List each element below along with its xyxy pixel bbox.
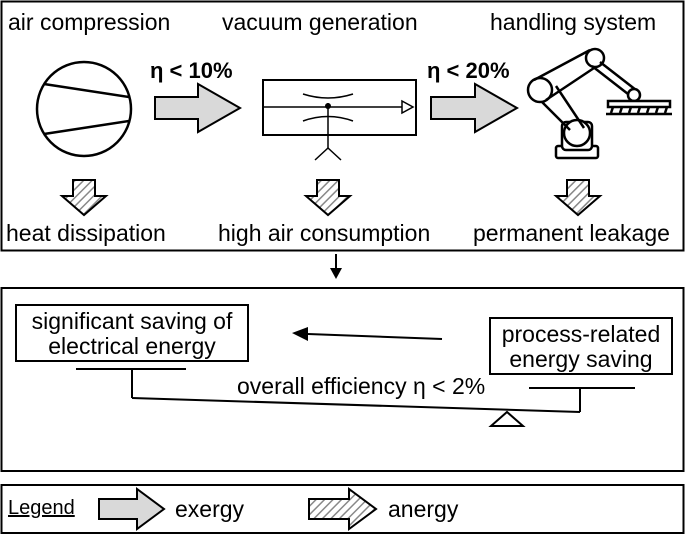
loss-label-compression: heat dissipation bbox=[6, 220, 166, 246]
electrical-saving-box bbox=[15, 304, 249, 362]
exergy-arrow-2 bbox=[430, 82, 520, 134]
anergy-arrow-compression bbox=[59, 179, 109, 217]
efficiency-label-2: η < 20% bbox=[427, 58, 510, 83]
anergy-arrow-handling bbox=[553, 179, 603, 217]
loss-label-handling: permanent leakage bbox=[473, 220, 670, 246]
legend-anergy-label: anergy bbox=[388, 496, 459, 522]
exergy-arrow-1 bbox=[154, 82, 243, 134]
process-saving-line1: process-related bbox=[502, 321, 661, 347]
stage-title-handling: handling system bbox=[490, 9, 656, 35]
anergy-arrow-vacuum bbox=[303, 179, 353, 217]
compressor-icon bbox=[35, 60, 133, 158]
electrical-saving-line2: electrical energy bbox=[48, 333, 216, 359]
legend-title: Legend bbox=[8, 497, 75, 519]
legend-exergy-label: exergy bbox=[175, 496, 245, 522]
connector-down-arrow bbox=[330, 254, 342, 279]
loss-label-vacuum: high air consumption bbox=[218, 220, 430, 246]
process-saving-box bbox=[489, 317, 673, 375]
balance-scale bbox=[76, 368, 635, 427]
electrical-saving-line1: significant saving of bbox=[32, 308, 233, 334]
legend-exergy-arrow-icon bbox=[98, 487, 166, 531]
efficiency-label-1: η < 10% bbox=[150, 58, 233, 83]
overall-efficiency-label: overall efficiency η < 2% bbox=[237, 373, 485, 399]
legend-anergy-arrow-icon bbox=[308, 487, 378, 531]
vacuum-ejector-icon bbox=[262, 79, 417, 161]
saving-direction-arrow bbox=[292, 327, 443, 341]
stage-title-vacuum: vacuum generation bbox=[222, 9, 418, 35]
stage-title-compression: air compression bbox=[8, 9, 170, 35]
robot-arm-icon bbox=[526, 47, 672, 160]
process-saving-line2: energy saving bbox=[509, 346, 652, 372]
